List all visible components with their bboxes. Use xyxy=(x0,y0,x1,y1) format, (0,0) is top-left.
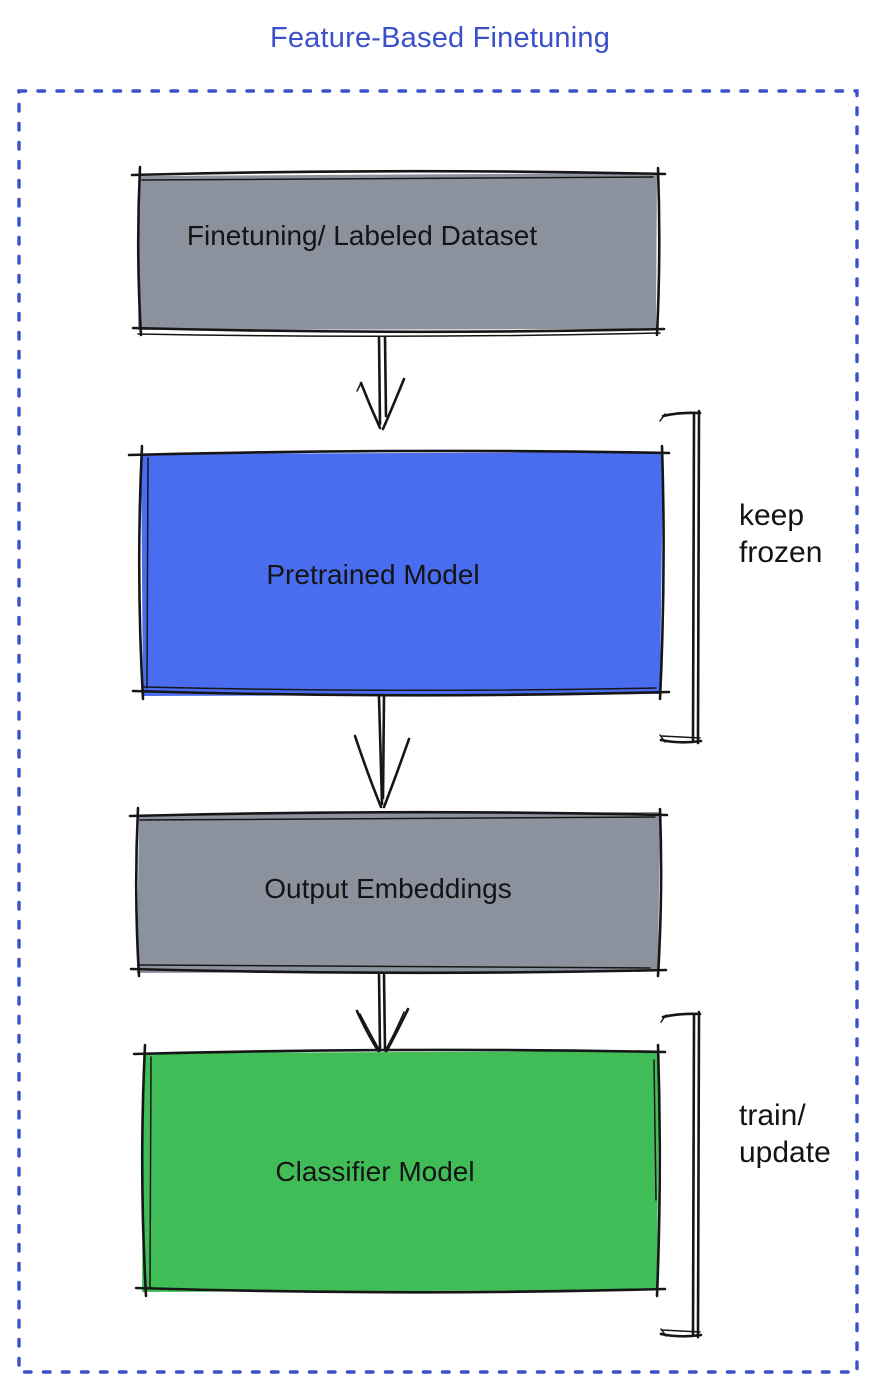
dashed-frame xyxy=(17,89,859,1374)
bracket-train-update xyxy=(659,1010,703,1339)
arrow-down-icon xyxy=(355,973,410,1054)
pretrained-box xyxy=(127,444,671,701)
arrow-down-icon xyxy=(356,335,406,431)
dataset-label: Finetuning/ Labeled Dataset xyxy=(186,220,538,251)
embeddings-box xyxy=(128,806,669,978)
pretrained-label: Pretrained Model xyxy=(266,559,480,590)
arrow-down-icon xyxy=(353,695,411,809)
keep-frozen-annotation: keep frozen xyxy=(739,499,823,569)
train-update-annotation: train/ update xyxy=(739,1099,831,1169)
classifier-box xyxy=(132,1043,667,1298)
classifier-label: Classifier Model xyxy=(275,1156,475,1187)
bracket-keep-frozen xyxy=(659,409,703,745)
embeddings-label: Output Embeddings xyxy=(264,873,512,904)
dataset-box xyxy=(130,165,667,338)
diagram-title: Feature-Based Finetuning xyxy=(269,22,611,54)
